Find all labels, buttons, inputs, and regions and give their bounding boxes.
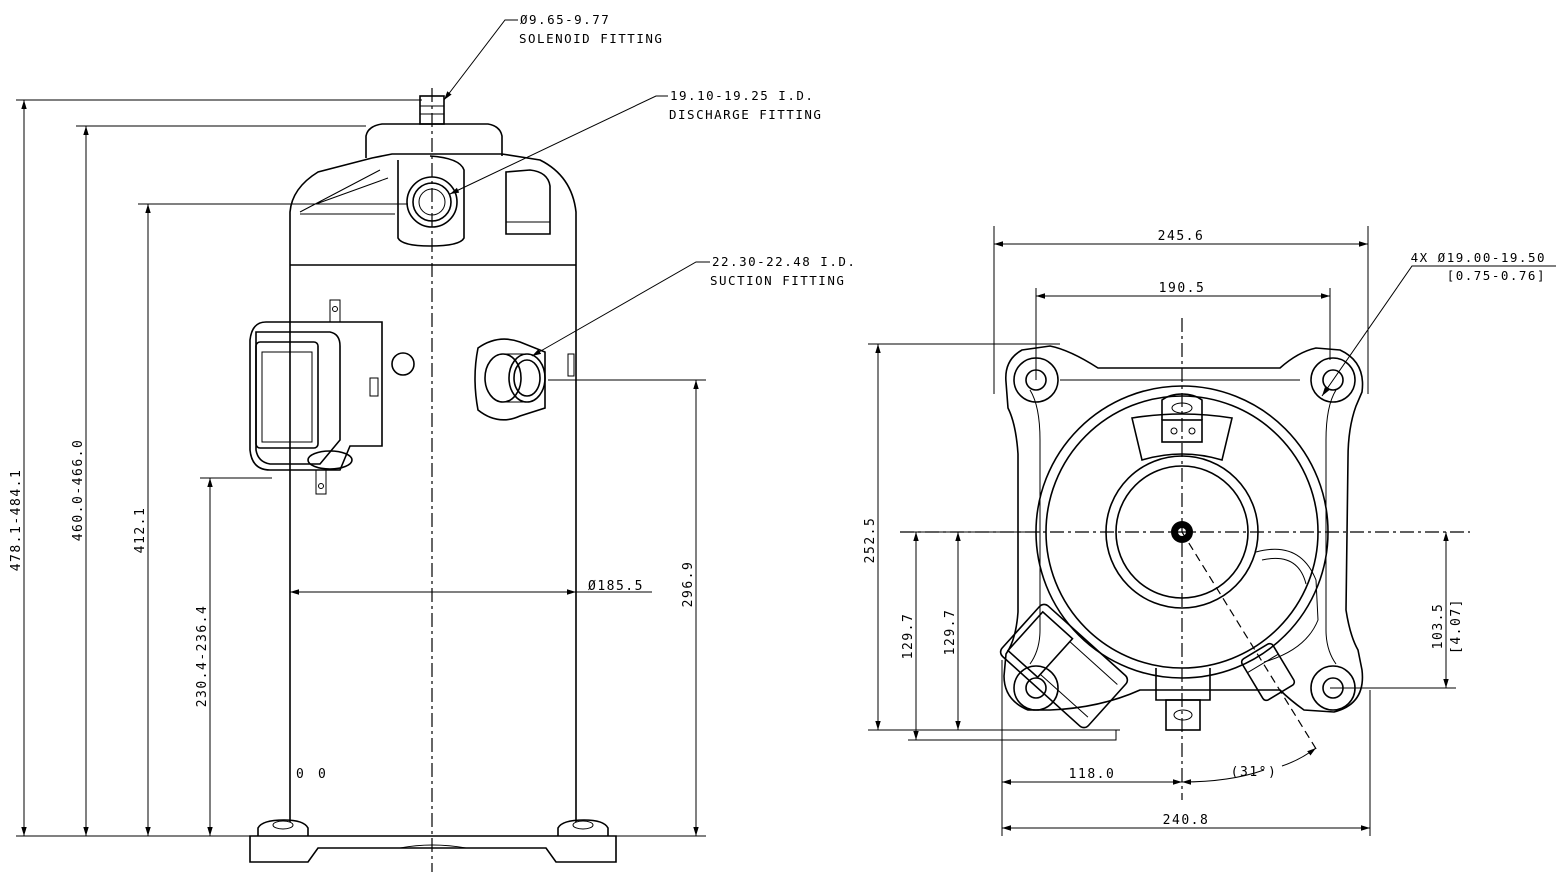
dim-hole-spacing-y-inch: [4.07] [1449,598,1464,654]
oil-mark-1: 0 [296,767,305,782]
oil-mark-2: 0 [318,767,327,782]
dim-suction-height: 296.9 [681,561,696,608]
dim-width-overall: 245.6 [1158,229,1205,244]
discharge-size-label: 19.10-19.25 I.D. [670,88,814,103]
dim-overall-height: 478.1-484.1 [9,469,24,572]
suction-name-label: SUCTION FITTING [710,273,845,288]
side-view: 0 0 Ø9.6 [9,12,856,872]
dim-center-x: 118.0 [1069,767,1116,782]
angled-fitting [1240,642,1296,702]
dim-center-y1: 129.7 [901,613,916,660]
dim-hole-spacing-y: 103.5 [1431,603,1446,650]
terminal-box-top-view [999,603,1129,729]
compressor-dome [365,123,503,158]
compressor-base [249,819,617,863]
suction-size-label: 22.30-22.48 I.D. [712,254,856,269]
angle-label: (31°) [1231,765,1278,780]
dim-depth: 252.5 [863,517,878,564]
dim-dome-height: 460.0-466.0 [71,439,86,542]
sight-glass [391,352,415,376]
dim-box-height: 230.4-236.4 [195,605,210,708]
top-view: 245.6 190.5 4X Ø19.00-19.50 [0.75-0.76] … [863,226,1556,836]
compressor-shell [289,265,577,822]
suction-fitting [474,338,546,421]
mounting-hole-top-right [1310,357,1356,403]
dim-hole-spacing-x: 190.5 [1159,281,1206,296]
dim-width-bottom: 240.8 [1163,813,1210,828]
base-plate-outline [1003,345,1364,713]
terminal-box [249,299,383,495]
solenoid-size-label: Ø9.65-9.77 [520,12,610,27]
compressor-top-cap [289,153,577,265]
mounting-hole-bottom-left [1013,665,1059,711]
discharge-name-label: DISCHARGE FITTING [669,107,822,122]
dim-discharge-height: 412.1 [133,507,148,554]
dim-center-y2: 129.7 [943,609,958,656]
mount-holes-inch-label: [0.75-0.76] [1447,268,1546,283]
diameter-label: Ø185.5 [588,579,644,594]
solenoid-name-label: SOLENOID FITTING [519,31,663,46]
mount-holes-label: 4X Ø19.00-19.50 [1411,250,1546,265]
